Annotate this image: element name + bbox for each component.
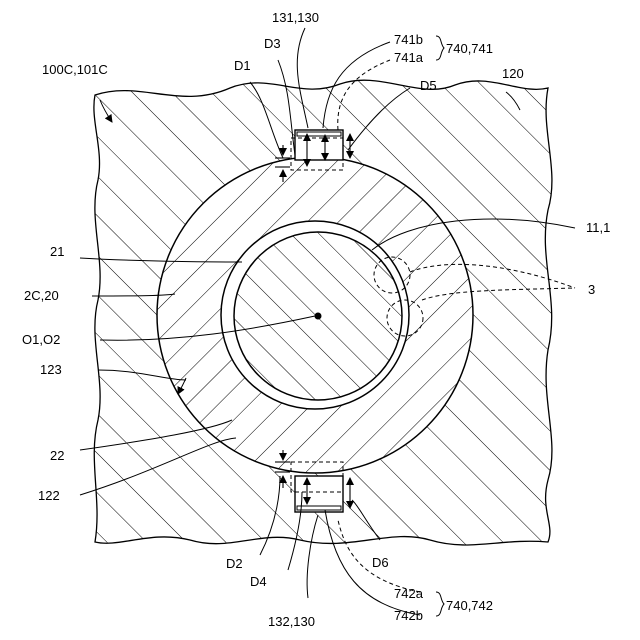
label-131-130: 131,130 — [272, 10, 319, 25]
label-742b: 742b — [394, 608, 423, 623]
label-741b: 741b — [394, 32, 423, 47]
label-123: 123 — [40, 362, 62, 377]
label-d3: D3 — [264, 36, 281, 51]
label-122: 122 — [38, 488, 60, 503]
label-22: 22 — [50, 448, 64, 463]
center-point — [315, 313, 322, 320]
label-132-130: 132,130 — [268, 614, 315, 629]
brace-740-741 — [436, 36, 444, 60]
label-740-741: 740,741 — [446, 41, 493, 56]
label-d2: D2 — [226, 556, 243, 571]
label-742a: 742a — [394, 586, 424, 601]
label-120: 120 — [502, 66, 524, 81]
top-recess-131 — [295, 130, 343, 160]
label-740-742: 740,742 — [446, 598, 493, 613]
label-d4: D4 — [250, 574, 267, 589]
label-21: 21 — [50, 244, 64, 259]
label-d1: D1 — [234, 58, 251, 73]
label-100c-101c: 100C,101C — [42, 62, 108, 77]
label-2c-20: 2C,20 — [24, 288, 59, 303]
brace-740-742 — [436, 592, 444, 616]
label-d6: D6 — [372, 555, 389, 570]
label-741a: 741a — [394, 50, 424, 65]
label-3: 3 — [588, 282, 595, 297]
label-o1-o2: O1,O2 — [22, 332, 60, 347]
label-d5: D5 — [420, 78, 437, 93]
label-11-1: 11,1 — [586, 220, 610, 235]
